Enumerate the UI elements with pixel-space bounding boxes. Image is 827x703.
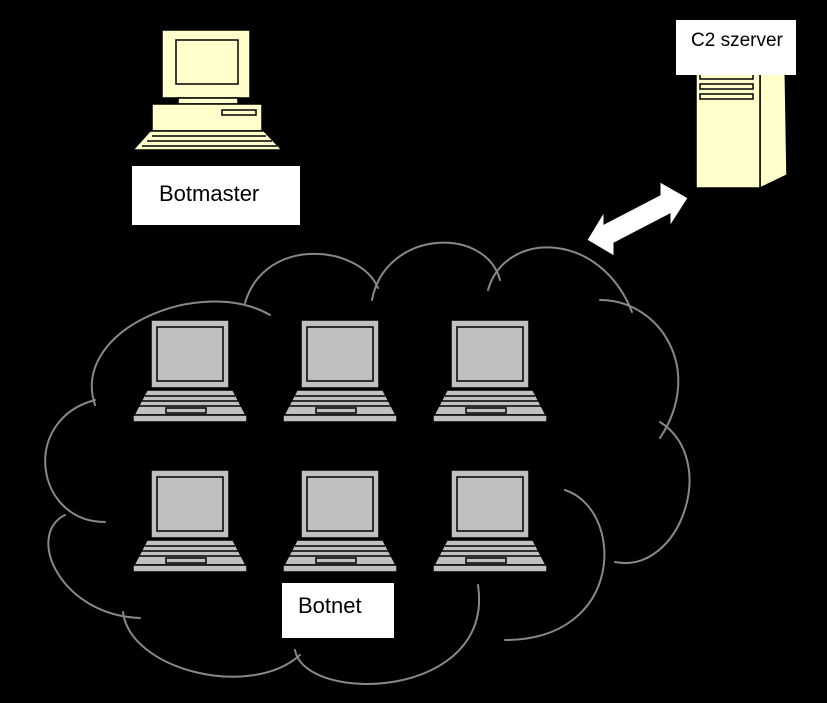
cloud-icon <box>44 241 691 685</box>
c2-server-label: C2 szerver <box>676 20 796 75</box>
tower-server-icon <box>693 55 788 190</box>
double-arrow <box>586 181 689 257</box>
laptop-icon <box>432 469 548 573</box>
laptop-icon <box>282 319 398 423</box>
laptop-icon <box>282 469 398 573</box>
laptop-icon <box>132 469 248 573</box>
bot-laptops <box>132 319 548 573</box>
laptop-icon <box>432 319 548 423</box>
botmaster-label: Botmaster <box>132 166 300 225</box>
botnet-label: Botnet <box>282 583 394 638</box>
desktop-computer-icon <box>131 29 284 151</box>
laptop-icon <box>132 319 248 423</box>
